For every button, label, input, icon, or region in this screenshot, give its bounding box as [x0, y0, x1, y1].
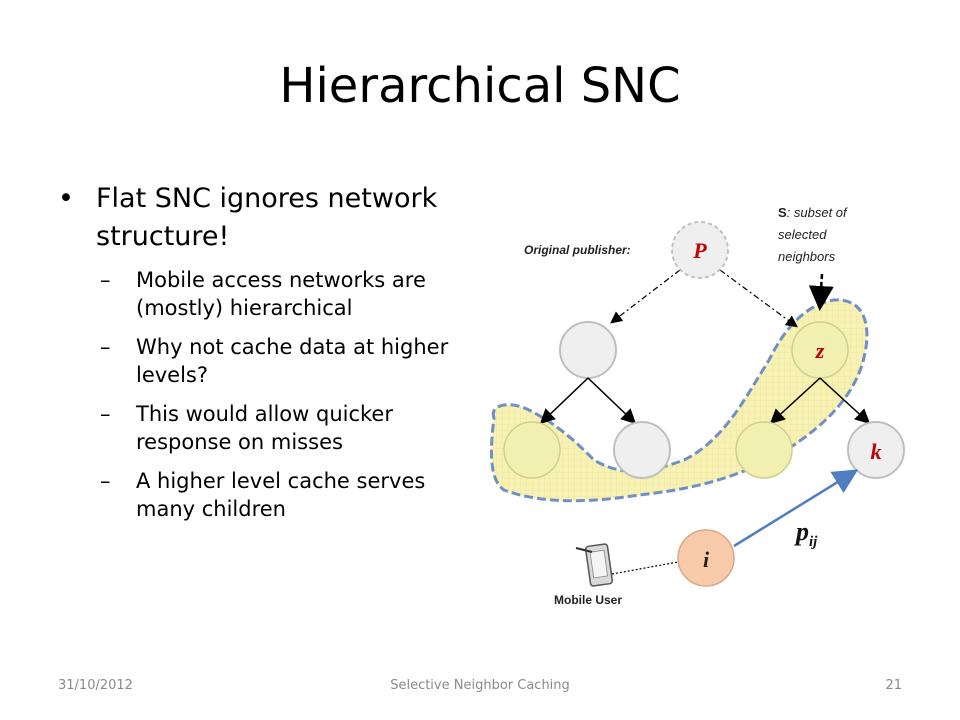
sub-bullet-text: A higher level cache serves many childre…: [136, 469, 426, 521]
node-leaf-3: [735, 421, 793, 479]
mobile-phone-icon: [575, 543, 614, 587]
edge-left-mid-a: [539, 377, 589, 425]
node-k: [847, 421, 905, 479]
publisher-label: Original publisher:: [524, 243, 631, 257]
s-pointer-arrow: [808, 273, 834, 311]
dash-icon: –: [100, 268, 111, 292]
request-arrow: [733, 469, 859, 548]
mobile-link: [611, 561, 679, 575]
node-i-label: i: [703, 547, 710, 572]
s-label-line3: neighbors: [778, 249, 836, 264]
pij-subscript: ij: [809, 534, 818, 550]
s-label-rest: : subset of: [787, 205, 848, 220]
node-left-mid: [559, 321, 617, 379]
sub-bullet-item: – Why not cache data at higher levels?: [100, 333, 478, 389]
node-leaf-1: [503, 421, 561, 479]
edge-p-left: [610, 269, 681, 324]
node-k-label: k: [871, 439, 882, 464]
node-p: [671, 221, 729, 279]
svg-text:S: subset of: S: subset of: [778, 205, 848, 220]
s-label-line2: selected: [778, 227, 827, 242]
bullet-list: • Flat SNC ignores network structure! – …: [58, 180, 478, 534]
bullet-item: • Flat SNC ignores network structure!: [58, 180, 478, 256]
sub-bullet-text: Why not cache data at higher levels?: [136, 335, 449, 387]
slide-title: Hierarchical SNC: [279, 58, 681, 114]
bullet-dot-icon: •: [58, 183, 74, 214]
sub-bullet-item: – This would allow quicker response on m…: [100, 400, 478, 456]
footer-date: 31/10/2012: [58, 678, 133, 693]
node-z-label: z: [815, 338, 825, 363]
node-i: [677, 529, 735, 587]
sub-bullet-list: – Mobile access networks are (mostly) hi…: [100, 266, 478, 523]
edge-z-a: [769, 377, 821, 425]
footer-title: Selective Neighbor Caching: [390, 678, 570, 693]
sub-bullet-item: – Mobile access networks are (mostly) hi…: [100, 266, 478, 322]
sub-bullet-item: – A higher level cache serves many child…: [100, 467, 478, 523]
svg-text:pij: pij: [794, 517, 818, 550]
s-label-bold: S: [778, 205, 787, 220]
dash-icon: –: [100, 335, 111, 359]
network-diagram: S: subset of selected neighbors Original…: [489, 205, 905, 607]
node-leaf-2: [613, 421, 671, 479]
edge-z-k: [819, 377, 871, 425]
sub-bullet-text: Mobile access networks are (mostly) hier…: [136, 268, 426, 320]
mobile-user-label: Mobile User: [554, 593, 622, 607]
edge-left-mid-b: [587, 377, 637, 425]
sub-bullet-text: This would allow quicker response on mis…: [136, 402, 393, 454]
bullet-text: Flat SNC ignores network structure!: [96, 183, 438, 252]
edge-p-z: [719, 269, 798, 328]
node-p-label: P: [692, 238, 707, 263]
dash-icon: –: [100, 402, 111, 426]
pij-label: p: [794, 517, 809, 546]
dash-icon: –: [100, 469, 111, 493]
footer-page-number: 21: [885, 678, 902, 693]
